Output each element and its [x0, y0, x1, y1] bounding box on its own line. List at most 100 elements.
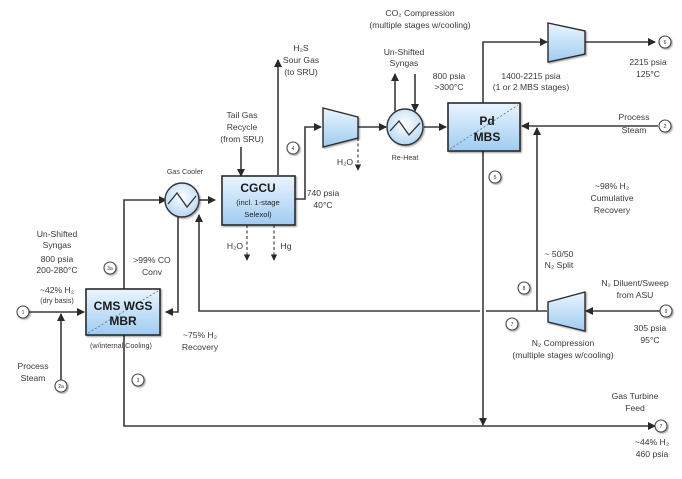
label-line: 2215 psia: [629, 57, 666, 67]
label-unshifted-syngas-reheat: Un-Shifted Syngas: [384, 47, 425, 68]
wgs-title-2: MBR: [109, 314, 137, 328]
label-line: CO₂ Compression: [385, 8, 454, 18]
label-line: Steam: [21, 373, 46, 383]
reheat-exchanger[interactable]: [386, 108, 424, 146]
label-line: 460 psia: [636, 449, 669, 459]
label-gas-turbine-feed: Gas Turbine Feed: [612, 391, 659, 413]
mbs-title-1: Pd: [479, 114, 494, 128]
label-n2-inlet-conditions: 305 psia 95°C: [634, 323, 667, 345]
svg-text:2a: 2a: [58, 384, 64, 390]
label-line: >300°C: [435, 82, 464, 92]
label-line: ~42% H₂: [40, 285, 74, 295]
label-line: >99% CO: [133, 255, 171, 265]
stream-marker: 6: [658, 35, 672, 49]
wgs-title-1: CMS WGS: [94, 299, 153, 313]
stream-marker: 2a: [54, 379, 68, 393]
stream-marker: 5: [488, 170, 502, 184]
svg-text:3: 3: [137, 378, 140, 384]
label-line: 740 psia: [307, 188, 340, 198]
label-line: 125°C: [636, 69, 660, 79]
stream-marker: 2: [658, 119, 672, 133]
cms-wgs-mbr-unit[interactable]: CMS WGS MBR: [85, 288, 161, 336]
label-line: (multiple stages w/cooling): [512, 350, 613, 360]
label-co-conversion: >99% CO Conv: [133, 255, 171, 277]
label-mbs-retentate-pressure: 1400-2215 psia (1 or 2 MBS stages): [493, 71, 570, 92]
label-line: Process: [618, 112, 649, 122]
n2-compressor[interactable]: [547, 291, 586, 332]
label-tail-gas: Tail Gas Recycle (from SRU): [220, 110, 264, 144]
stream-cooler-loop-to-wgs: [165, 213, 179, 316]
flow-lines: [29, 38, 660, 430]
label-line: Sour Gas: [283, 55, 319, 65]
label-line: N₂ Compression: [532, 338, 595, 348]
svg-text:3a: 3a: [107, 266, 113, 272]
label-line: Gas Turbine: [612, 391, 659, 401]
gas-cooler-exchanger[interactable]: [164, 182, 200, 218]
stream-cgcu-to-compressor: [295, 123, 322, 200]
label-h2s-sour-gas: H₂S Sour Gas (to SRU): [283, 43, 319, 77]
label-line: H₂S: [293, 43, 309, 53]
label-line: ~44% H₂: [635, 437, 669, 447]
svg-text:8: 8: [523, 286, 526, 292]
cgcu-sub-2: Selexol): [244, 210, 272, 219]
label-line: N₂ Diluent/Sweep: [601, 278, 669, 288]
label-process-steam-left: Process Steam: [17, 361, 48, 383]
label-mbs-inlet-conditions: 800 psia >300°C: [433, 71, 466, 92]
label-line: Steam: [622, 125, 647, 135]
label-line: Cumulative: [591, 193, 634, 203]
cgcu-title: CGCU: [240, 181, 275, 195]
label-compressor-h2o: H₂O: [337, 157, 354, 167]
wgs-cooling-note: (w/internal Cooling): [90, 341, 152, 350]
label-line: Conv: [142, 267, 163, 277]
label-n2-split: ~ 50/50 N₂ Split: [545, 249, 574, 270]
label-line: ~75% H₂: [183, 330, 217, 340]
label-line: 800 psia: [433, 71, 466, 81]
svg-text:9: 9: [665, 309, 668, 315]
label-n2-compression: N₂ Compression (multiple stages w/coolin…: [512, 338, 613, 360]
cgcu-unit[interactable]: CGCU (incl. 1-stage Selexol): [221, 175, 296, 226]
label-cgcu-h2o: H₂O: [227, 241, 244, 251]
label-co2-compression: CO₂ Compression (multiple stages w/cooli…: [369, 8, 470, 30]
label-co2-outlet-conditions: 2215 psia 125°C: [629, 57, 666, 79]
label-process-steam-right: Process Steam: [618, 112, 649, 135]
label-cgcu-hg: Hg: [281, 241, 292, 251]
label-gt-feed-conditions: ~44% H₂ 460 psia: [635, 437, 669, 459]
label-cgcu-outlet-conditions: 740 psia 40°C: [307, 188, 340, 210]
label-line: 200-280°C: [36, 265, 77, 275]
stream-mbs-to-co2-compressor: [482, 38, 548, 103]
label-line: 1400-2215 psia: [501, 71, 560, 81]
stream-marker: 9: [659, 304, 673, 318]
gas-cooler-label: Gas Cooler: [167, 167, 204, 176]
svg-text:4: 4: [292, 146, 295, 152]
stream-marker: 7: [654, 419, 668, 433]
label-line: Tail Gas: [226, 110, 257, 120]
stream-marker: 3: [131, 373, 145, 387]
label-line: ~98% H₂: [595, 181, 629, 191]
pd-mbs-unit[interactable]: Pd MBS: [447, 102, 521, 152]
label-line: Feed: [625, 403, 645, 413]
svg-text:7: 7: [511, 322, 514, 328]
reheat-label: Re-Heat: [392, 153, 419, 162]
label-line: (dry basis): [40, 296, 74, 305]
label-h2-recovery-98: ~98% H₂ Cumulative Recovery: [591, 181, 634, 215]
label-line: Recycle: [227, 122, 258, 132]
label-line: 800 psia: [41, 254, 74, 264]
label-h2-recovery-75: ~75% H₂ Recovery: [182, 330, 219, 352]
svg-text:5: 5: [494, 175, 497, 181]
svg-text:6: 6: [664, 40, 667, 46]
stream-marker: 3a: [103, 261, 117, 275]
stream-return-to-gas-cooler: [195, 214, 480, 312]
stream-wgs-to-gas-cooler: [123, 196, 167, 289]
co2-compressor[interactable]: [547, 22, 586, 63]
label-line: (from SRU): [220, 134, 264, 144]
syngas-compressor[interactable]: [322, 107, 359, 148]
label-n2-diluent: N₂ Diluent/Sweep from ASU: [601, 278, 669, 300]
label-line: Syngas: [43, 240, 72, 250]
stream-marker: 8: [517, 281, 531, 295]
label-line: 40°C: [313, 200, 332, 210]
svg-text:7: 7: [660, 424, 663, 430]
svg-text:1: 1: [22, 310, 25, 316]
label-line: Process: [17, 361, 48, 371]
stream-marker: 4: [286, 141, 300, 155]
